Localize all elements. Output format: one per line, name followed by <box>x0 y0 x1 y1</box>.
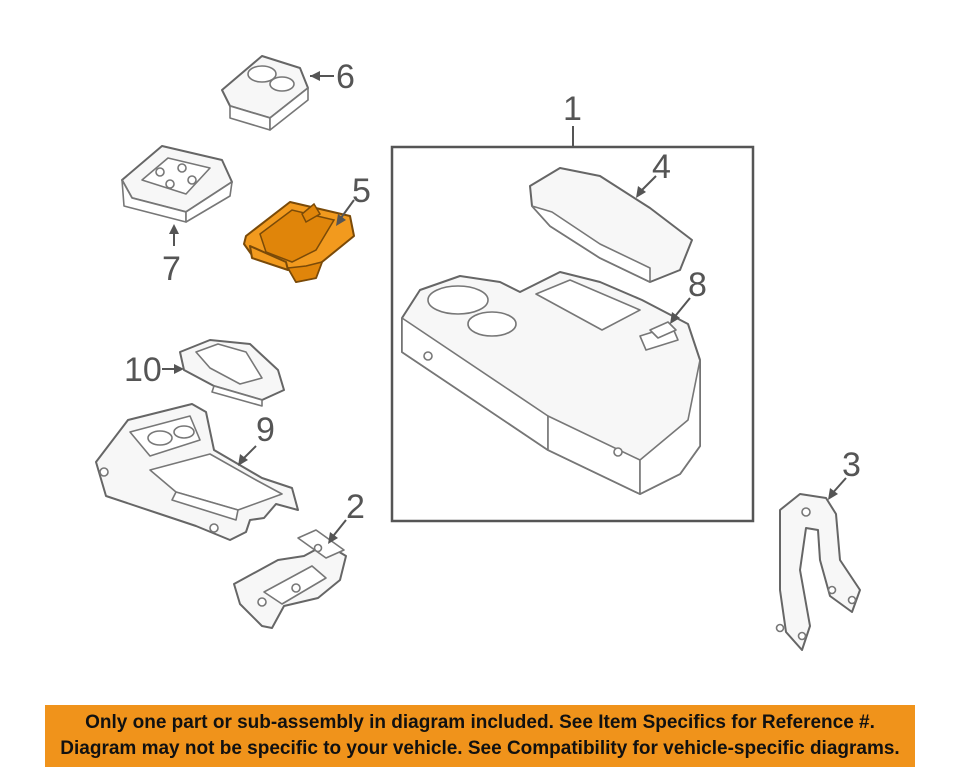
part-4-armrest-lid[interactable] <box>529 167 693 283</box>
callout-1: 1 <box>563 90 582 128</box>
callout-9: 9 <box>256 411 275 449</box>
callout-10: 10 <box>124 351 162 389</box>
part-10-shifter-cover[interactable] <box>179 339 285 407</box>
part-2-mounting-bracket[interactable] <box>233 529 347 629</box>
part-6-cup-holder-insert[interactable] <box>221 55 309 131</box>
part-1-console-body[interactable] <box>401 271 701 495</box>
parts-diagram: 6 7 5 10 <box>95 55 861 651</box>
banner-line-2: Diagram may not be specific to your vehi… <box>60 738 900 759</box>
part-7-coin-tray[interactable] <box>121 145 233 223</box>
banner-line-1: Only one part or sub-assembly in diagram… <box>85 712 875 733</box>
callout-7: 7 <box>162 250 181 288</box>
part-5-shift-bezel-highlighted[interactable] <box>243 201 355 283</box>
callout-4: 4 <box>652 148 671 186</box>
part-8-switch[interactable] <box>649 321 677 339</box>
callout-2: 2 <box>346 488 365 526</box>
disclaimer-banner: Only one part or sub-assembly in diagram… <box>45 705 915 767</box>
callout-3: 3 <box>842 446 861 484</box>
callout-5: 5 <box>352 172 371 210</box>
callout-6: 6 <box>336 58 355 96</box>
callout-8: 8 <box>688 266 707 304</box>
part-9-front-console-trim[interactable] <box>95 403 299 541</box>
part-3-rear-bracket[interactable] <box>775 493 861 651</box>
